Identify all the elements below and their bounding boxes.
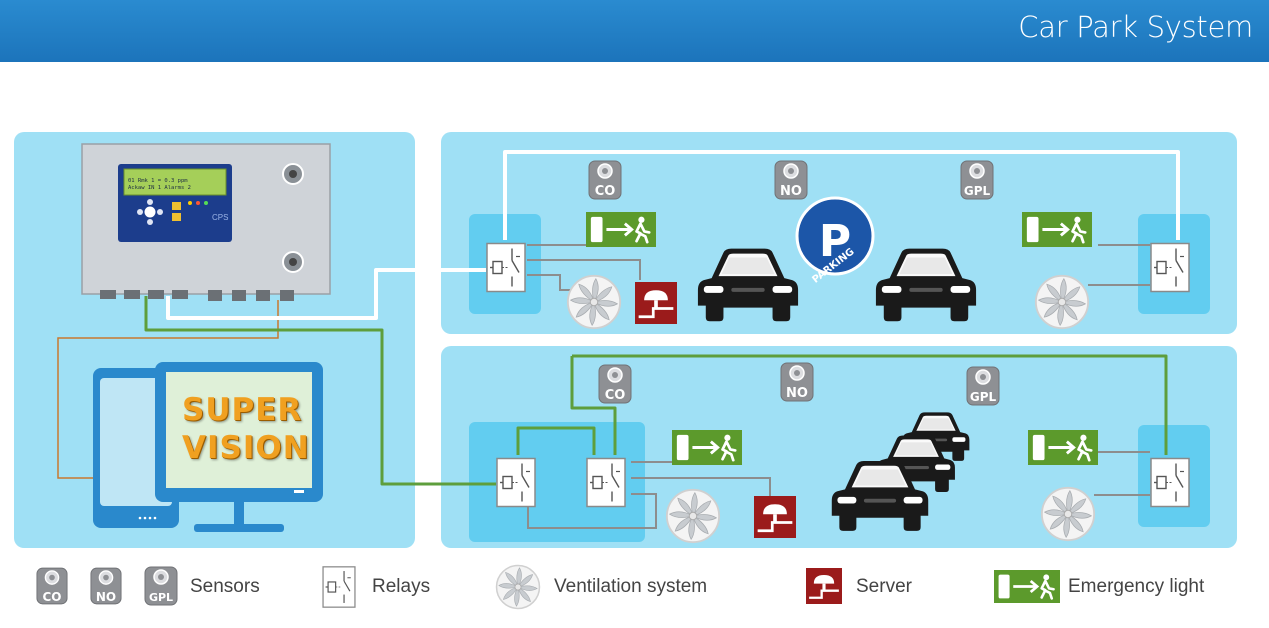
sensor-label: CO bbox=[595, 184, 616, 199]
legend-label-sensors: Sensors bbox=[190, 576, 260, 597]
led-icon bbox=[196, 201, 200, 205]
server-icon bbox=[806, 568, 842, 604]
relay-icon bbox=[1150, 457, 1190, 508]
emergency-light-icon bbox=[1028, 430, 1098, 465]
sensor-top-no: NO bbox=[774, 160, 808, 200]
relay-icon bbox=[496, 457, 536, 508]
legend-label-emergency-light: Emergency light bbox=[1068, 576, 1205, 597]
sensor-label: NO bbox=[780, 184, 802, 199]
nav-up-button[interactable] bbox=[147, 199, 153, 205]
legend-label-ventilation: Ventilation system bbox=[554, 576, 708, 597]
lcd-line: Ackaw IN 1 Alarms 2 bbox=[128, 185, 191, 191]
header-bar: Car Park System bbox=[0, 0, 1269, 62]
wire-supervision bbox=[57, 300, 279, 479]
wire-top-bus bbox=[166, 150, 1180, 320]
legend-sensor-gpl: GPL bbox=[144, 566, 178, 606]
nav-right-button[interactable] bbox=[157, 209, 163, 215]
legend-sensor-label: CO bbox=[42, 590, 61, 604]
supervision-computer bbox=[93, 362, 323, 532]
sensor-bottom-no: NO bbox=[780, 362, 814, 402]
relay-icon bbox=[586, 457, 626, 508]
relay-icon bbox=[322, 566, 356, 608]
wire-bottom-bus bbox=[144, 296, 1168, 486]
parking-letter: P bbox=[819, 216, 851, 267]
server-icon bbox=[633, 282, 679, 324]
legend-sensor-label: GPL bbox=[149, 591, 173, 604]
wire-devices bbox=[527, 244, 1150, 529]
server-icon bbox=[752, 496, 798, 538]
relay-icon bbox=[486, 242, 526, 293]
esc-button[interactable] bbox=[172, 202, 181, 210]
legend-sensor-label: NO bbox=[96, 590, 116, 604]
legend-icons: CO NO GPL bbox=[36, 564, 1060, 610]
led-icon bbox=[188, 201, 192, 205]
fan-icon bbox=[566, 274, 622, 330]
supervision-line2: VISION bbox=[182, 430, 310, 466]
controller-unit: CPS bbox=[81, 143, 331, 301]
emergency-light-icon bbox=[1022, 212, 1092, 247]
lcd-line: 01 Rmk 1 = 0.3 ppm bbox=[128, 178, 188, 184]
page-title: Car Park System bbox=[1018, 10, 1253, 44]
fan-icon bbox=[1040, 486, 1096, 542]
sensor-bottom-gpl: GPL bbox=[966, 366, 1000, 406]
fan-icon bbox=[665, 488, 721, 544]
legend-label-relays: Relays bbox=[372, 576, 431, 597]
fan-icon bbox=[495, 564, 541, 610]
car-icon bbox=[697, 248, 799, 322]
nav-left-button[interactable] bbox=[137, 209, 143, 215]
relay-zone-bottom-left bbox=[469, 422, 645, 542]
nav-center-button[interactable] bbox=[144, 206, 156, 218]
parking-sign: P PARKING bbox=[795, 196, 875, 286]
relay-icon bbox=[1150, 242, 1190, 293]
sensor-label: GPL bbox=[964, 184, 991, 198]
emergency-light-icon bbox=[994, 570, 1060, 603]
ok-button[interactable] bbox=[172, 213, 181, 221]
legend-sensor-co: CO bbox=[36, 567, 68, 605]
sensor-top-gpl: GPL bbox=[960, 160, 994, 200]
emergency-light-icon bbox=[586, 212, 656, 247]
car-icon bbox=[875, 248, 977, 322]
supervision-line1: SUPER bbox=[182, 392, 303, 428]
sensor-label: NO bbox=[786, 386, 808, 401]
nav-down-button[interactable] bbox=[147, 219, 153, 225]
sensor-label: GPL bbox=[970, 390, 997, 404]
fan-icon bbox=[1034, 274, 1090, 330]
sensor-bottom-co: CO bbox=[598, 364, 632, 404]
legend-label-server: Server bbox=[856, 576, 912, 597]
sensor-label: CO bbox=[605, 388, 626, 403]
emergency-light-icon bbox=[672, 430, 742, 465]
sensor-top-co: CO bbox=[588, 160, 622, 200]
controller-brand: CPS bbox=[212, 213, 228, 222]
legend-sensor-no: NO bbox=[90, 567, 122, 605]
led-icon bbox=[204, 201, 208, 205]
lcd-display bbox=[123, 168, 227, 196]
